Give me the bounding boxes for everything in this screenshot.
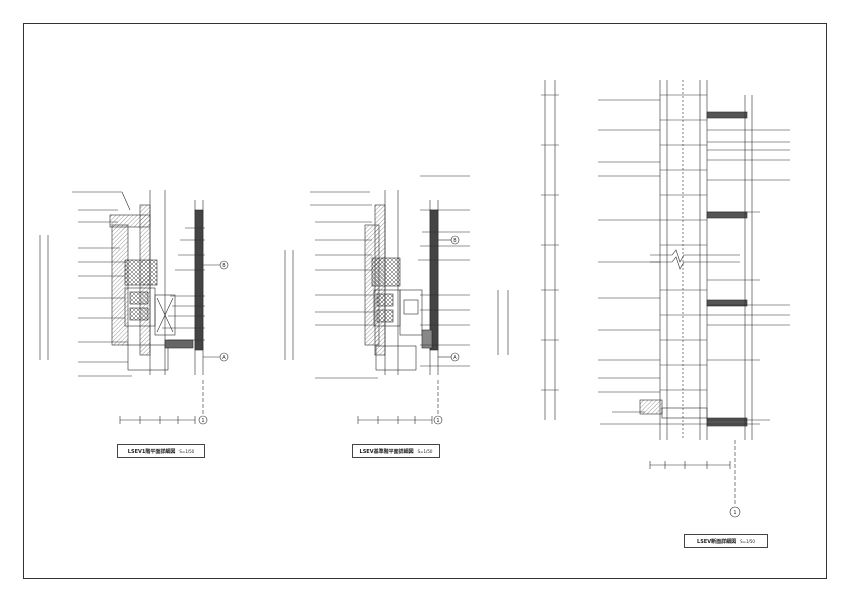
- plan-1f-scale: S=1/50: [179, 448, 195, 454]
- plan-std-scale: S=1/50: [417, 448, 433, 454]
- grid-label-1-right: 1: [733, 510, 736, 516]
- plan-1f-detail: [39, 190, 229, 425]
- section-detail: [541, 80, 790, 518]
- grid-label-b-left: B: [222, 263, 226, 269]
- grid-label-a-mid: A: [453, 355, 457, 361]
- grid-label-b-mid: B: [453, 238, 457, 244]
- sheet-border: [23, 23, 827, 579]
- grid-label-1-left: 1: [201, 418, 204, 424]
- grid-label-a-left: A: [222, 355, 226, 361]
- section-title: LSEV断面詳細図 S=1/50: [684, 534, 768, 548]
- plan-std-detail: [284, 175, 509, 425]
- section-title-text: LSEV断面詳細図: [697, 538, 737, 545]
- plan-std-title-text: LSEV基準階平面詳細図: [359, 448, 414, 455]
- grid-label-1-mid: 1: [436, 418, 439, 424]
- section-scale: S=1/50: [740, 538, 755, 544]
- plan-std-title: LSEV基準階平面詳細図 S=1/50: [352, 444, 440, 458]
- plan-1f-title-text: LSEV1階平面詳細図: [127, 448, 176, 455]
- plan-1f-title: LSEV1階平面詳細図 S=1/50: [117, 444, 205, 458]
